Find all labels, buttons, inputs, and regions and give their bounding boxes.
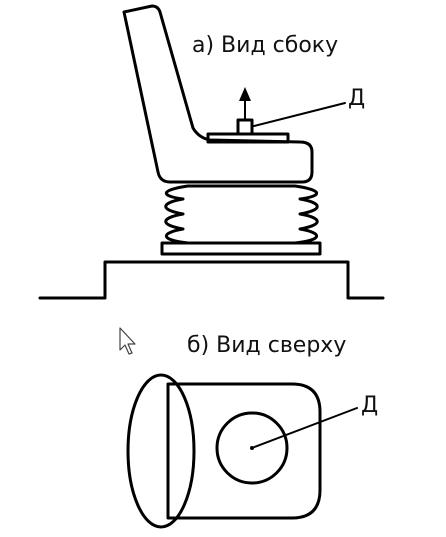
spring-suspension	[164, 184, 319, 245]
top-view: б) Вид сверху Д	[126, 333, 378, 529]
side-view: а) Вид сбоку Д	[38, 4, 385, 300]
floor-base	[38, 260, 385, 300]
right-spring	[293, 184, 319, 245]
side-view-label: а) Вид сбоку	[192, 33, 338, 58]
sensor-top-label: Д	[361, 393, 378, 418]
seat-cushion-top	[166, 382, 322, 520]
sensor-side-label: Д	[348, 86, 365, 111]
sensor-top-leader	[251, 407, 358, 449]
sensor-body	[236, 118, 254, 136]
spring-base-plate	[160, 241, 322, 256]
sensor-side-leader	[253, 102, 346, 127]
left-spring	[164, 184, 190, 245]
backrest-top	[126, 373, 196, 529]
seat	[122, 4, 314, 184]
mouse-pointer-icon	[119, 327, 136, 355]
top-view-label: б) Вид сверху	[187, 333, 346, 358]
sensor-arrow-head	[239, 87, 251, 101]
sensor-top-circle	[215, 411, 289, 485]
